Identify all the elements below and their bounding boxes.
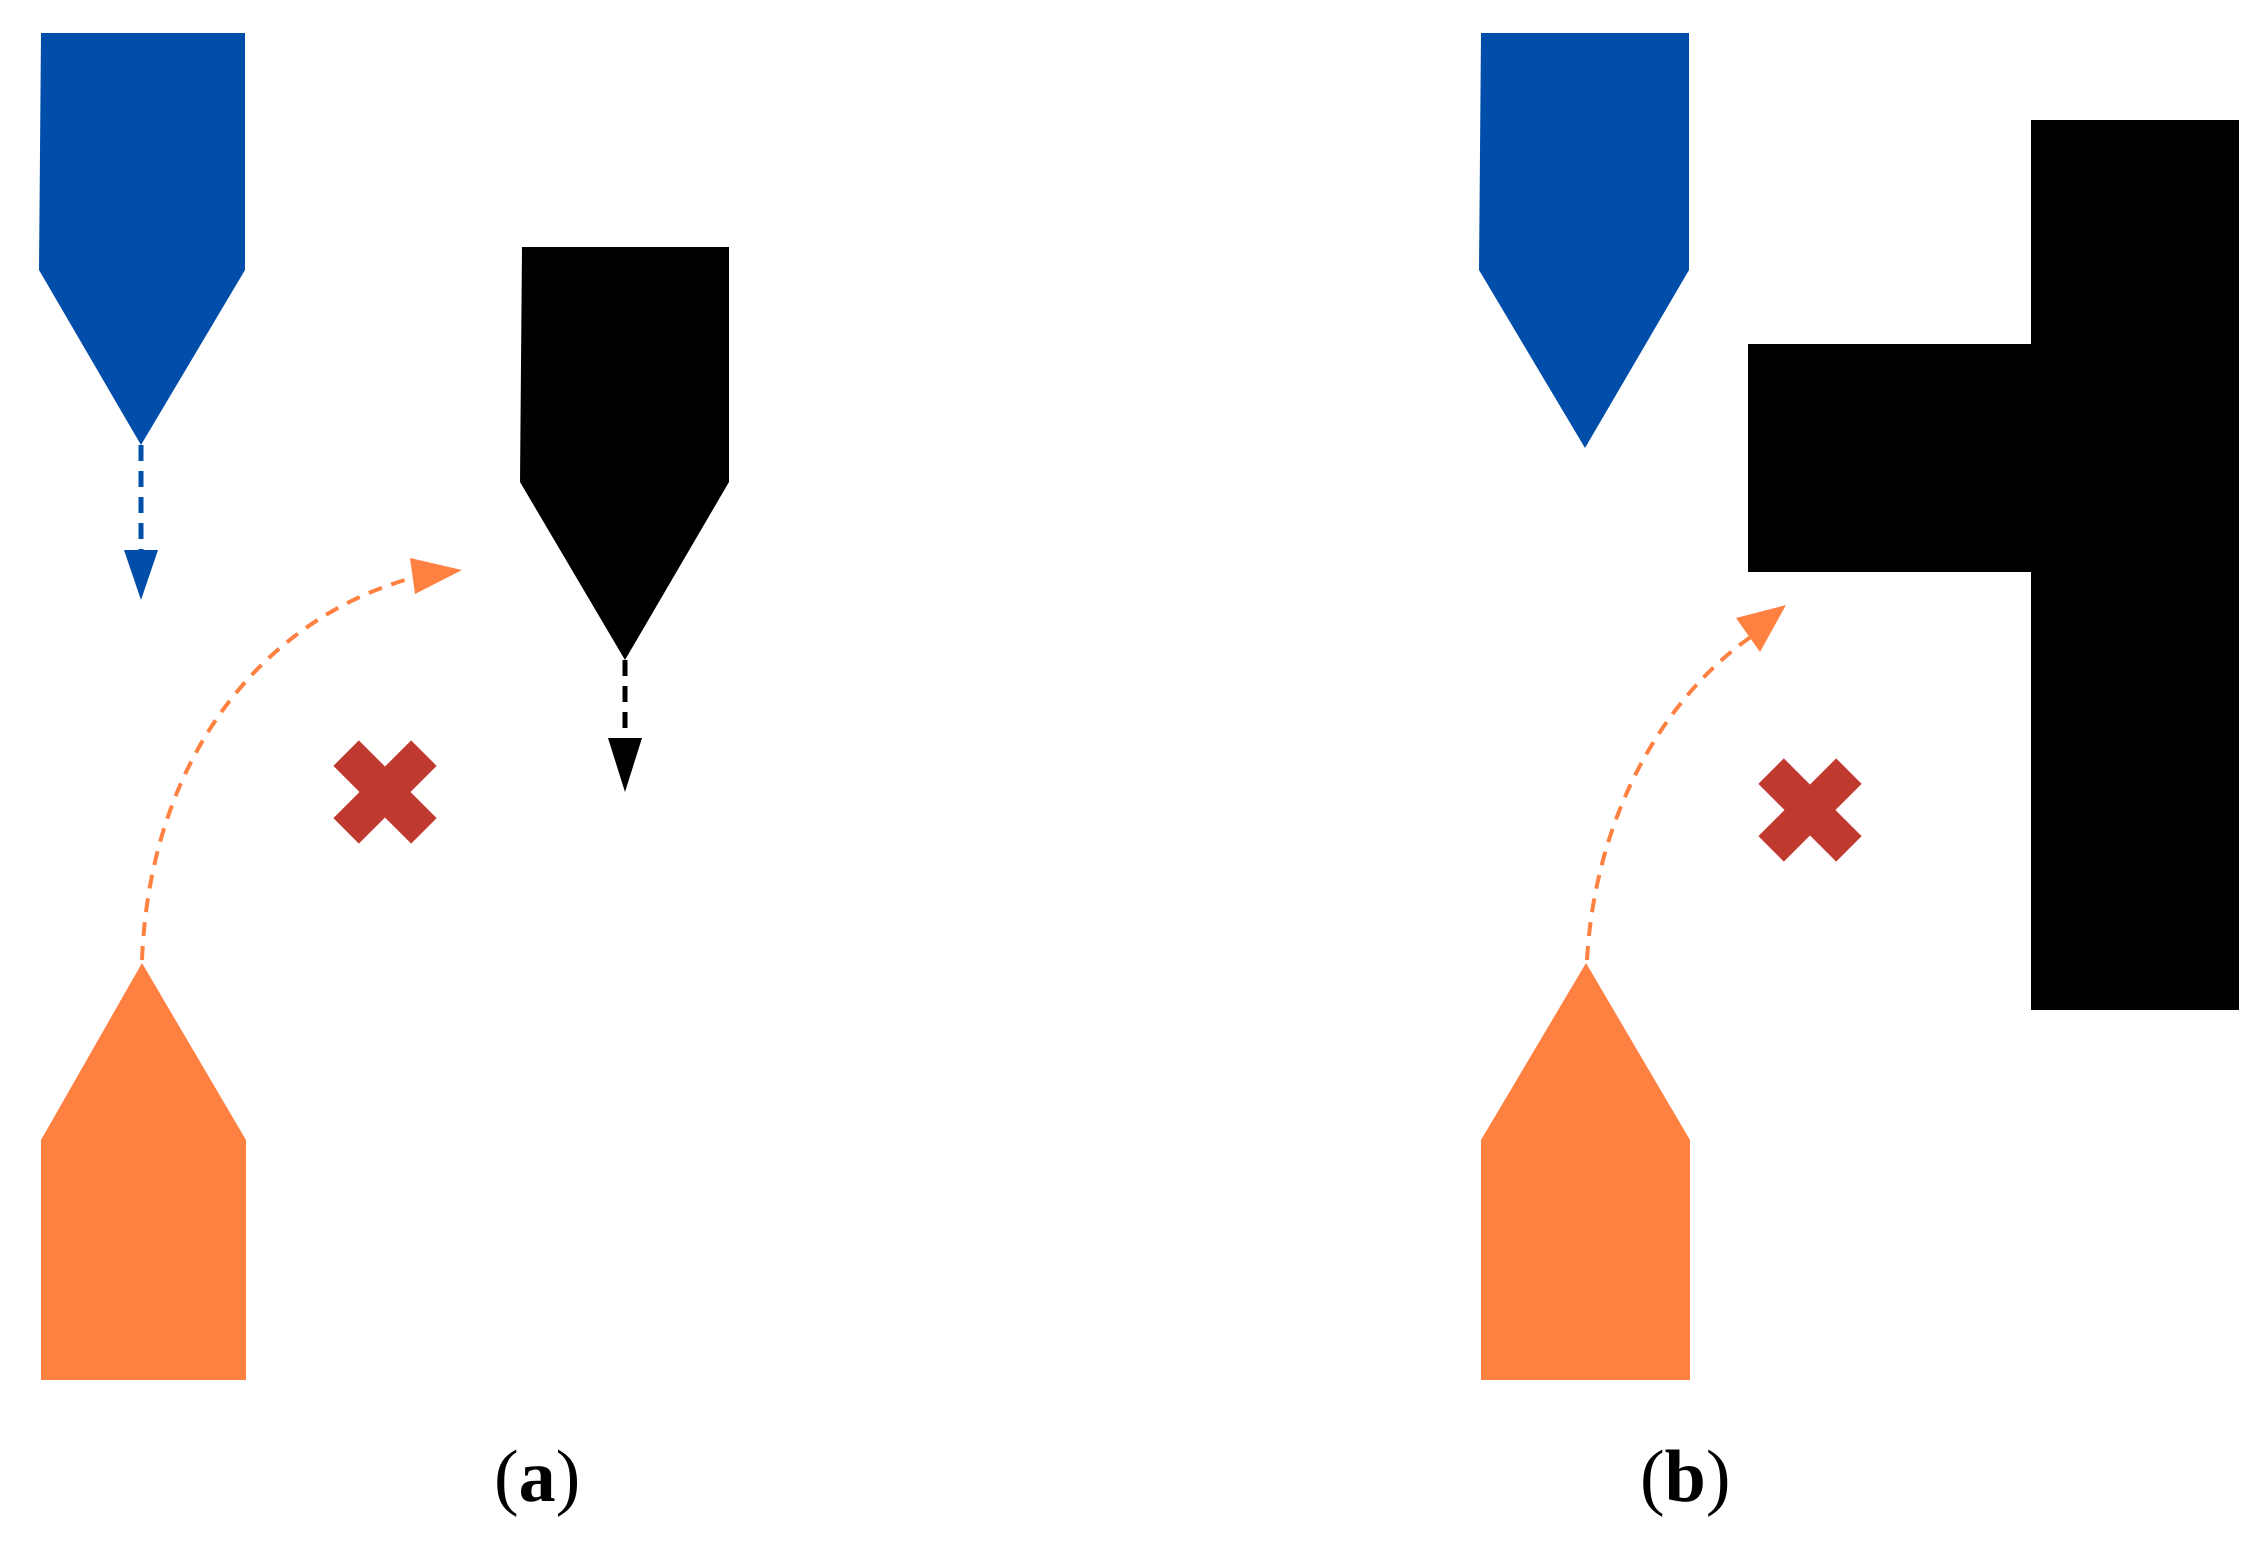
caption-open-paren: ( — [494, 1436, 519, 1518]
collision-cross-icon — [1758, 758, 1862, 862]
blue-ship-icon — [1479, 33, 1689, 448]
collision-cross-icon — [333, 740, 437, 844]
caption-close-paren: ) — [1705, 1436, 1731, 1518]
black-ship-icon — [520, 247, 729, 660]
t-shaped-obstacle — [1748, 120, 2239, 1010]
orange-turn-trajectory-dashed-line — [1585, 634, 1754, 961]
orange-trajectory-arrowhead-icon — [410, 558, 462, 594]
caption-letter: b — [1664, 1436, 1706, 1518]
caption-open-paren: ( — [1640, 1436, 1665, 1518]
orange-ship-icon — [1481, 963, 1690, 1380]
panel-b — [1479, 33, 2239, 1380]
blue-motion-arrowhead-icon — [124, 550, 158, 600]
black-motion-arrowhead-icon — [608, 738, 642, 792]
orange-turn-trajectory-dashed-line — [140, 576, 413, 961]
panel-a-caption: (a) — [494, 1440, 580, 1514]
orange-ship-icon — [41, 963, 246, 1380]
panel-b-caption: (b) — [1640, 1440, 1730, 1514]
caption-letter: a — [518, 1436, 556, 1518]
orange-trajectory-arrowhead-icon — [1736, 605, 1786, 652]
blue-ship-icon — [39, 33, 245, 445]
caption-close-paren: ) — [555, 1436, 581, 1518]
panel-a — [39, 33, 729, 1380]
